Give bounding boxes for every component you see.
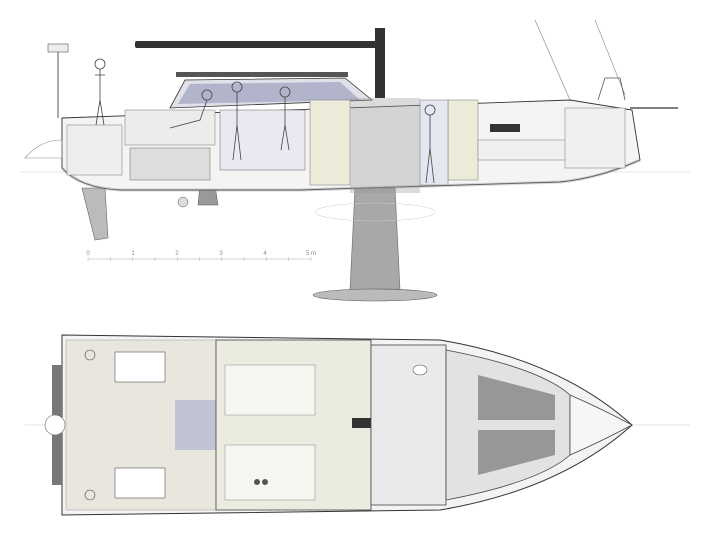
scale-label: 1 xyxy=(131,251,135,257)
anchor-locker xyxy=(569,394,633,456)
head-and-cabin xyxy=(370,344,447,506)
mast xyxy=(375,28,385,98)
forestay xyxy=(534,19,571,101)
forestay-2 xyxy=(594,19,626,96)
helm-wheel xyxy=(44,414,66,436)
radar-dome xyxy=(47,43,69,53)
v-berth-port xyxy=(478,375,555,420)
wardrobe xyxy=(447,99,479,181)
deck-plan xyxy=(25,334,690,516)
bow-pulpit xyxy=(597,77,626,101)
deckhouse-windows xyxy=(178,82,360,104)
scale-label: 5 m xyxy=(306,251,316,257)
anchor-locker xyxy=(564,107,626,169)
scale-label: 2 xyxy=(175,251,179,257)
lazarette xyxy=(66,124,123,176)
saloon-interior xyxy=(219,109,306,171)
scale-label: 4 xyxy=(263,251,267,257)
aft-cabin xyxy=(124,109,216,146)
hull-shading xyxy=(60,158,641,192)
side-profile xyxy=(20,19,690,302)
forward-berth xyxy=(477,139,567,161)
propeller xyxy=(177,196,189,208)
keel-bulb xyxy=(312,288,438,302)
scale-label: 0 xyxy=(86,251,90,257)
cockpit-bench-port xyxy=(114,351,166,383)
engine-room xyxy=(129,147,211,181)
galley-cabinet xyxy=(309,99,351,186)
hull-port xyxy=(490,124,520,132)
saloon-seating xyxy=(224,364,316,416)
human-figures xyxy=(94,58,436,184)
stove-burner xyxy=(254,479,260,485)
swim-platform xyxy=(24,139,63,159)
galley xyxy=(224,444,316,501)
winch-port xyxy=(84,349,96,361)
bimini-top xyxy=(176,72,348,77)
stove-burner xyxy=(262,479,268,485)
boom xyxy=(135,41,380,48)
head-compartment xyxy=(419,99,449,186)
toilet xyxy=(412,364,428,376)
v-berth-starboard xyxy=(478,430,555,475)
scale-label: 3 xyxy=(219,251,223,257)
winch-starboard xyxy=(84,489,96,501)
scale-bar: 0 1 2 3 4 5 m xyxy=(86,251,316,261)
keel-sweep xyxy=(314,202,436,222)
rudder xyxy=(81,187,109,241)
mast-compression-zone xyxy=(350,98,420,193)
companionway xyxy=(175,400,220,450)
cockpit-bench-starboard xyxy=(114,467,166,499)
